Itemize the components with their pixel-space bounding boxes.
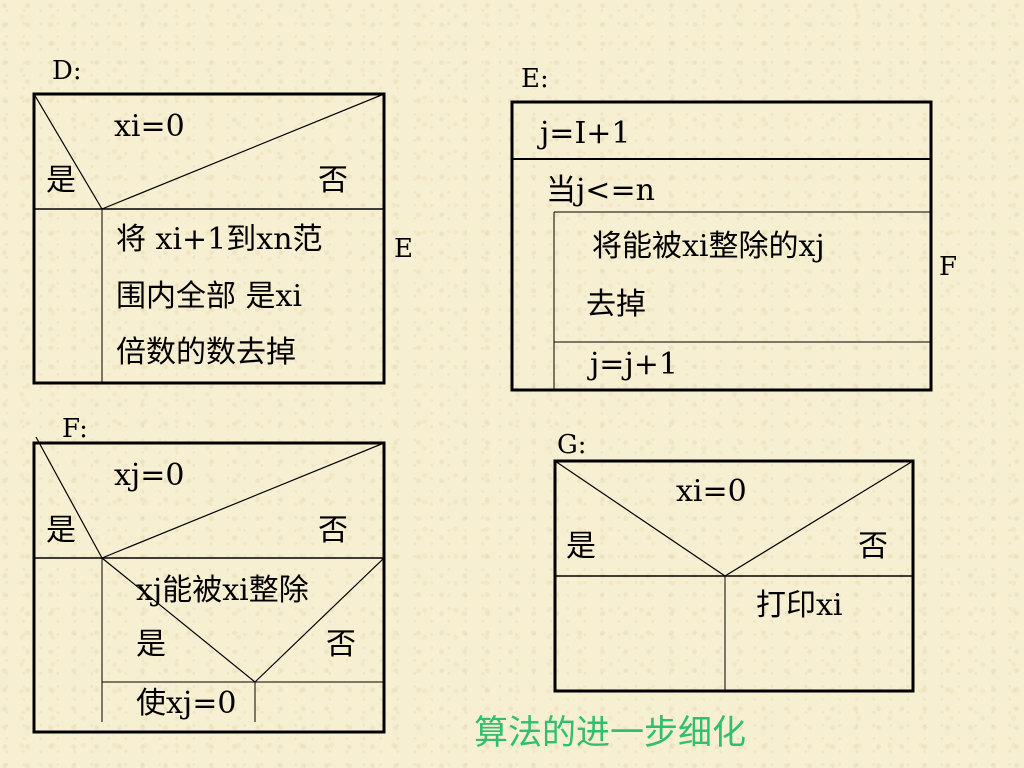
caption: 算法的进一步细化 [474, 713, 746, 753]
diagram-d-side-label: E [394, 234, 413, 264]
diagram-f-frame [32, 436, 386, 734]
diagram-f-no: 否 [318, 513, 348, 548]
diagram-d-body-line-2: 围内全部 是xi [116, 279, 303, 314]
diagram-f-condition: xj=0 [114, 458, 185, 493]
diagram-e-init: j=I+1 [540, 116, 631, 151]
diagram-d-no: 否 [318, 163, 348, 198]
diagram-e-side-label: F [939, 252, 958, 282]
diagram-e-label: E: [521, 64, 549, 94]
diagram-d-label: D: [52, 56, 82, 86]
diagram-f-inner-no: 否 [326, 627, 356, 662]
diagram-f-inner-condition: xj能被xi整除 [136, 573, 309, 608]
diagram-f-action: 使xj=0 [136, 686, 237, 721]
diagram-g-yes: 是 [566, 529, 596, 564]
diagram-d-condition: xi=0 [114, 109, 185, 144]
diagram-e-frame [510, 100, 933, 392]
diagram-d-yes: 是 [46, 163, 76, 198]
diagram-e-loop: 当j<=n [546, 173, 655, 208]
diagram-g-no: 否 [858, 529, 888, 564]
diagram-d-body-line-1: 将 xi+1到xn范 [116, 222, 323, 257]
diagram-g-action: 打印xi [756, 588, 843, 623]
diagram-g-label: G: [557, 430, 587, 460]
diagram-g-condition: xi=0 [676, 474, 747, 509]
diagram-d-body-line-3: 倍数的数去掉 [116, 335, 296, 370]
diagram-g-frame [553, 459, 915, 693]
diagram-f-label: F: [62, 414, 88, 444]
diagram-f-yes: 是 [46, 513, 76, 548]
diagram-f-inner-yes: 是 [136, 627, 166, 662]
diagram-e-body-line-2: 去掉 [586, 287, 646, 322]
diagram-e-increment: j=j+1 [590, 347, 678, 382]
diagram-d-frame [32, 92, 386, 385]
diagram-e-body-line-1: 将能被xi整除的xj [592, 229, 825, 264]
